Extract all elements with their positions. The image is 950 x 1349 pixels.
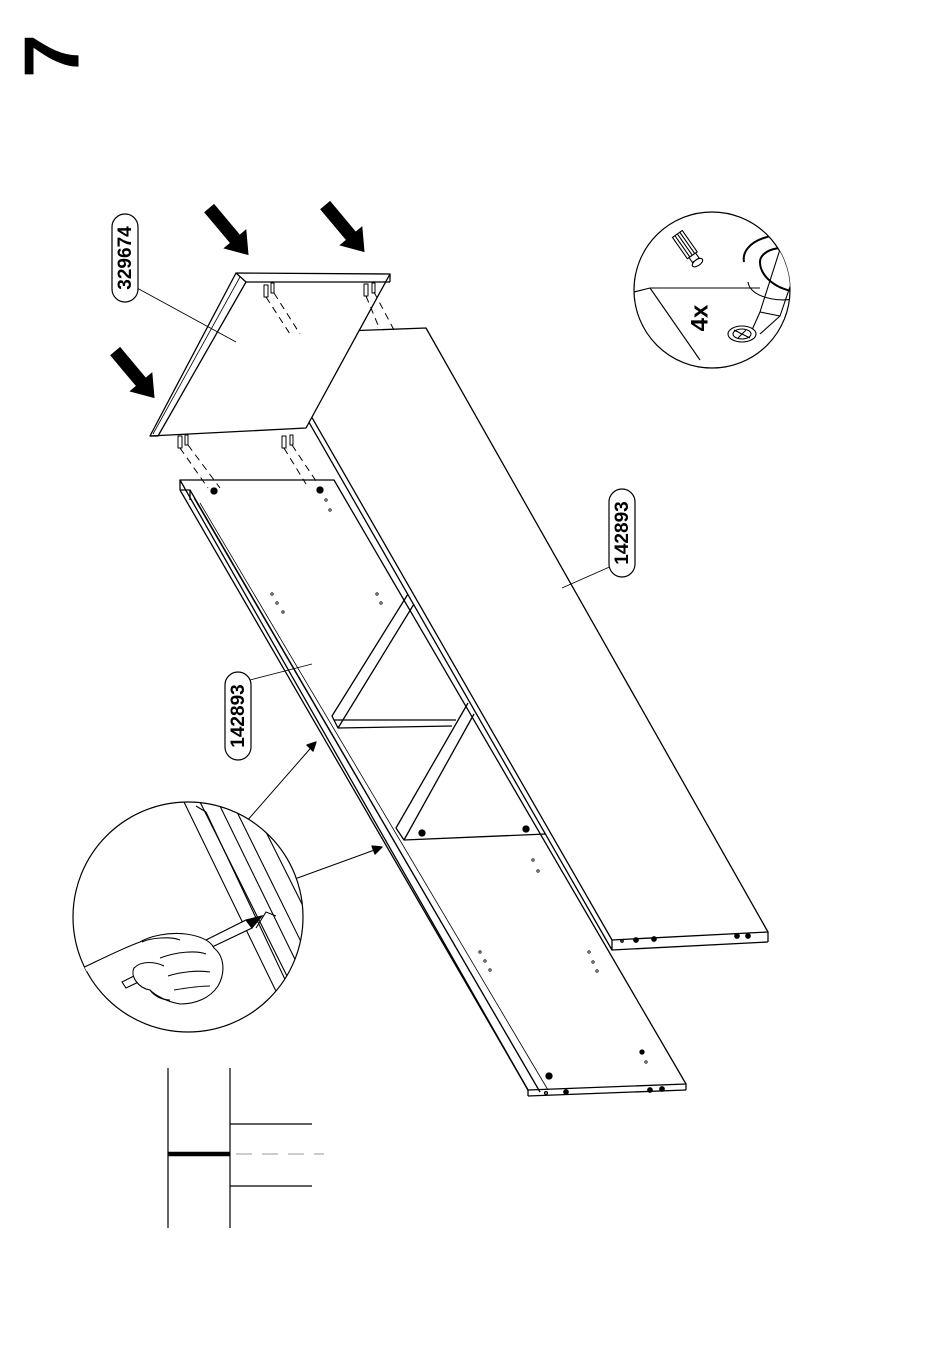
press-arrow-icon [105, 342, 165, 406]
leader-back-panel [562, 565, 614, 588]
press-arrow-icon [199, 199, 259, 263]
screw-detail: 4x [634, 201, 850, 368]
detail-pointer-2 [292, 848, 380, 880]
detail-pointer-1 [246, 742, 316, 822]
edge-detail [168, 1068, 324, 1228]
part-label-bottom-panel: 142893 [225, 672, 251, 760]
svg-text:142893: 142893 [228, 684, 249, 747]
press-arrow-icon [315, 196, 375, 260]
pencil-detail [73, 802, 310, 1032]
svg-text:142893: 142893 [612, 501, 633, 564]
screw-quantity: 4x [686, 304, 713, 331]
step-number: 7 [8, 34, 96, 77]
part-label-back-panel: 142893 [609, 489, 635, 577]
svg-text:329674: 329674 [115, 226, 136, 290]
part-label-top-panel: 329674 [112, 214, 138, 302]
